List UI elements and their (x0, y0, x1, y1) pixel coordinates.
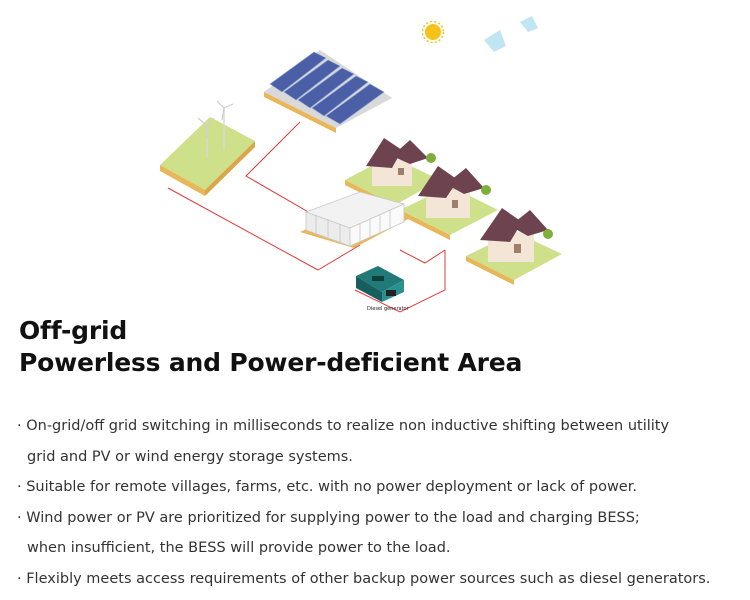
page-title-line2: Powerless and Power-deficient Area (19, 348, 523, 377)
bullet-line: · On-grid/off grid switching in millisec… (17, 418, 670, 434)
bullet-line-continuation: when insufficient, the BESS will provide… (27, 540, 451, 556)
house-icon (466, 208, 562, 285)
bullet-line-continuation: grid and PV or wind energy storage syste… (27, 448, 353, 465)
feature-list: · On-grid/off grid switching in millisec… (17, 411, 747, 594)
off-grid-system-illustration: Diesel generator (160, 16, 562, 313)
page-title-line1: Off-grid (19, 316, 128, 345)
house-icon (400, 166, 498, 240)
bullet-line: · Flexibly meets access requirements of … (17, 570, 711, 587)
diesel-generator-icon (356, 266, 404, 302)
cloud-icon (484, 16, 538, 52)
sun-icon (421, 20, 445, 44)
battery-storage-icon (300, 191, 410, 248)
diesel-generator-label: Diesel generator (367, 306, 410, 312)
bullet-line: · Wind power or PV are prioritized for s… (17, 509, 640, 526)
bullet-line: · Suitable for remote villages, farms, e… (17, 479, 637, 495)
solar-panel-icon (264, 50, 392, 133)
wind-turbine-icon (160, 100, 255, 196)
